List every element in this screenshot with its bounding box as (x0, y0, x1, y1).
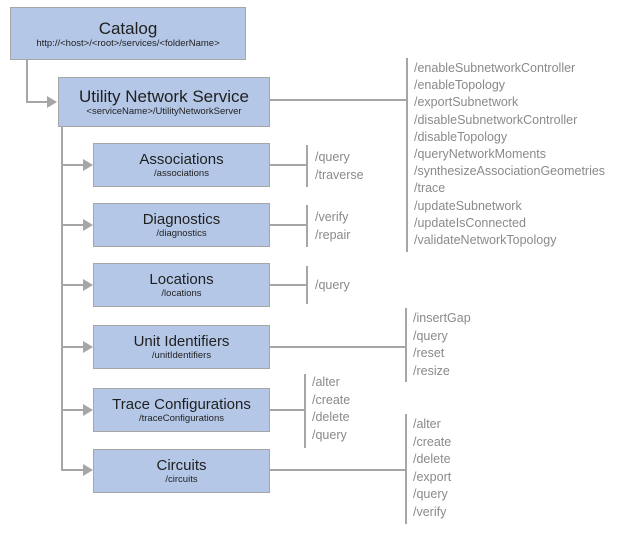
operation-item: /query (413, 328, 448, 343)
tick-trace-configurations-ops (304, 374, 306, 448)
connector-trunk (61, 127, 63, 471)
operation-item: /verify (315, 210, 349, 224)
operation-item: /updateIsConnected (414, 215, 526, 230)
ops-list-locations: /query (315, 277, 350, 295)
node-uns-subtitle: <serviceName>/UtilityNetworkServer (86, 106, 242, 117)
operation-item: /trace (414, 181, 446, 196)
operation-item: /delete (312, 410, 350, 424)
node-diagnostics: Diagnostics /diagnostics (93, 203, 270, 247)
operation-item: /query (315, 150, 350, 164)
operation-item: /create (413, 434, 452, 449)
node-diagnostics-subtitle: /diagnostics (156, 228, 207, 239)
node-unit-identifiers-subtitle: /unitIdentifiers (151, 350, 212, 361)
operation-item: /enableSubnetworkController (414, 61, 576, 75)
operation-item: /verify (413, 504, 447, 519)
operation-item: /alter (312, 375, 340, 389)
operation-item: /alter (413, 417, 441, 431)
ops-list-associations: /query /traverse (315, 149, 364, 184)
ops-list-circuits: /alter /create /delete /export /query /v… (413, 416, 451, 521)
operation-item: /query (312, 427, 347, 442)
operation-item: /disableSubnetworkController (414, 112, 578, 127)
node-catalog-title: Catalog (98, 18, 158, 38)
tick-circuits-ops (405, 414, 407, 524)
arrowhead-trace-configurations (83, 404, 93, 416)
node-unit-identifiers-title: Unit Identifiers (133, 333, 230, 350)
connector-circuits-ops (270, 469, 406, 471)
ops-list-trace-configurations: /alter /create /delete /query (312, 374, 350, 444)
operation-item: /updateSubnetwork (414, 198, 522, 213)
node-trace-configurations: Trace Configurations /traceConfiguration… (93, 388, 270, 432)
ops-list-unit-identifiers: /insertGap /query /reset /resize (413, 310, 471, 380)
node-diagnostics-title: Diagnostics (142, 211, 221, 228)
operation-item: /validateNetworkTopology (414, 233, 557, 248)
node-catalog-subtitle: http://<host>/<root>/services/<folderNam… (36, 37, 220, 49)
node-associations-subtitle: /associations (154, 168, 209, 179)
arrowhead-circuits (83, 464, 93, 476)
arrowhead-locations (83, 279, 93, 291)
connector-unit-identifiers-ops (270, 346, 406, 348)
connector-branch-circuits (61, 469, 84, 471)
operation-item: /query (315, 278, 350, 292)
node-locations-subtitle: /locations (161, 288, 202, 299)
node-uns-title: Utility Network Service (78, 87, 250, 106)
node-associations: Associations /associations (93, 143, 270, 187)
operation-item: /disableTopology (414, 129, 508, 144)
connector-branch-locations (61, 284, 84, 286)
operation-item: /delete (413, 452, 451, 466)
tick-diagnostics-ops (306, 205, 308, 247)
operation-item: /traverse (315, 167, 364, 182)
connector-locations-ops (270, 284, 307, 286)
node-utility-network-service: Utility Network Service <serviceName>/Ut… (58, 77, 270, 127)
operation-item: /queryNetworkMoments (414, 147, 546, 162)
operation-item: /create (312, 392, 351, 407)
arrowhead-diagnostics (83, 219, 93, 231)
operation-item: /synthesizeAssociationGeometries (414, 164, 606, 179)
operation-item: /resize (413, 363, 450, 378)
ops-list-uns: /enableSubnetworkController /enableTopol… (414, 60, 605, 249)
ops-list-diagnostics: /verify /repair (315, 209, 350, 244)
node-unit-identifiers: Unit Identifiers /unitIdentifiers (93, 325, 270, 369)
connector-branch-associations (61, 164, 84, 166)
arrowhead-catalog-to-uns (47, 96, 57, 108)
node-circuits-subtitle: /circuits (165, 474, 198, 485)
operation-item: /insertGap (413, 311, 471, 325)
operation-item: /exportSubnetwork (414, 95, 519, 110)
connector-branch-trace-configurations (61, 409, 84, 411)
connector-associations-ops (270, 164, 307, 166)
connector-trace-configurations-ops (270, 409, 305, 411)
operation-item: /query (413, 487, 448, 501)
node-trace-configurations-subtitle: /traceConfigurations (138, 413, 225, 424)
tick-uns-ops (406, 58, 408, 252)
connector-diagnostics-ops (270, 224, 307, 226)
node-associations-title: Associations (139, 151, 224, 168)
tick-unit-identifiers-ops (405, 308, 407, 382)
node-circuits-title: Circuits (156, 457, 207, 474)
connector-catalog-elbow (26, 101, 48, 103)
node-locations: Locations /locations (93, 263, 270, 307)
node-locations-title: Locations (149, 271, 214, 288)
node-trace-configurations-title: Trace Configurations (112, 396, 251, 413)
arrowhead-unit-identifiers (83, 341, 93, 353)
operation-item: /export (413, 469, 452, 484)
arrowhead-associations (83, 159, 93, 171)
connector-uns-ops (270, 99, 407, 101)
connector-branch-diagnostics (61, 224, 84, 226)
operation-item: /repair (315, 227, 351, 242)
operation-item: /enableTopology (414, 78, 506, 93)
connector-catalog-drop (26, 60, 28, 103)
operation-item: /reset (413, 346, 445, 360)
node-circuits: Circuits /circuits (93, 449, 270, 493)
connector-branch-unit-identifiers (61, 346, 84, 348)
tick-locations-ops (306, 266, 308, 304)
node-catalog: Catalog http://<host>/<root>/services/<f… (10, 7, 246, 60)
tick-associations-ops (306, 145, 308, 187)
